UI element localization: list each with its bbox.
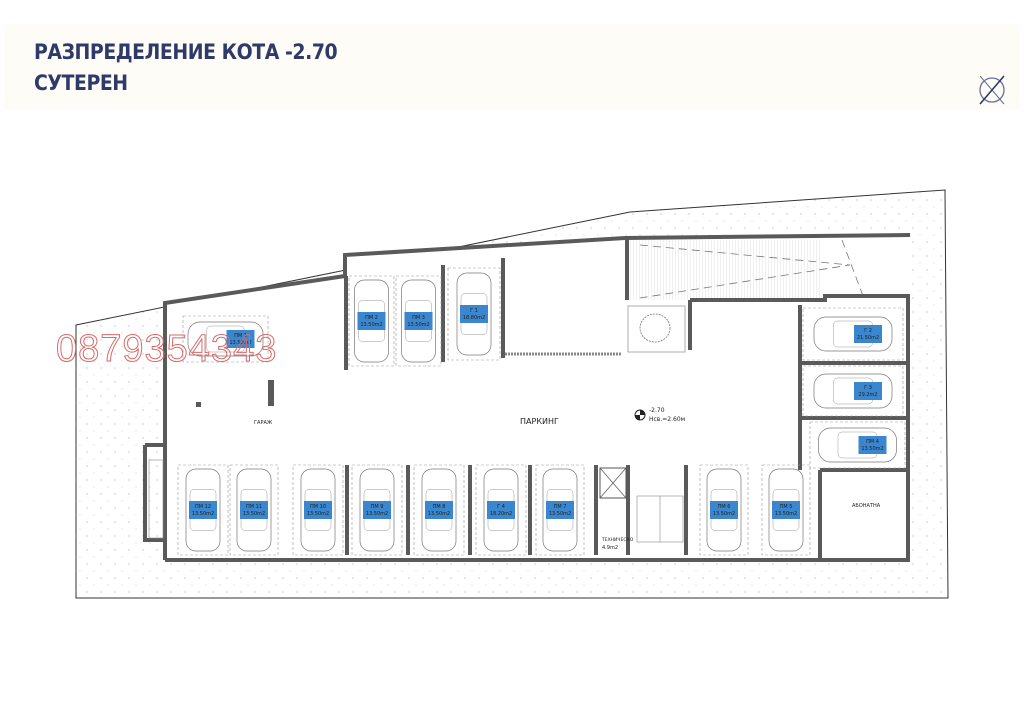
spot-area: 13.50m2 [360, 322, 382, 328]
spot-id: ПМ 1 [234, 333, 247, 339]
spot-id: ПМ 5 [780, 504, 793, 510]
spot-area: 13.50m2 [192, 511, 214, 517]
room-garage: ГАРАЖ [254, 420, 273, 426]
spot-label-box [226, 330, 255, 348]
spot-outline [351, 464, 403, 556]
spot-id: Г 4 [497, 504, 505, 510]
spot-id: ПМ 9 [371, 504, 384, 510]
room-technical: ТЕХНИЧЕСКО [601, 537, 634, 543]
spot-label-box [404, 312, 433, 330]
spot-id: ПМ 10 [310, 504, 326, 510]
spot-label-box [304, 501, 332, 519]
room-technical-area: 4.9m2 [602, 545, 618, 551]
spot-id: ПМ 8 [433, 504, 446, 510]
parking-spot: ПМ 213.50m2 [348, 275, 395, 367]
page-subtitle: СУТЕРЕН [34, 71, 128, 95]
spot-outline [475, 464, 527, 556]
spot-id: Г 2 [864, 328, 872, 334]
spot-id: ПМ 7 [554, 504, 567, 510]
parking-spot: ПМ 613.50m2 [699, 464, 749, 556]
parking-spot: ПМ 513.50m2 [761, 464, 811, 556]
spot-outline [229, 464, 279, 556]
spot-area: 13.50m2 [861, 446, 883, 452]
room-parking: ПАРКИНГ [520, 417, 559, 426]
parking-spot: ПМ 313.50m2 [395, 275, 442, 367]
spot-id: ПМ 3 [412, 315, 425, 321]
spot-area: 13.50m2 [549, 511, 571, 517]
spot-outline [395, 275, 442, 367]
spot-outline [699, 464, 749, 556]
spot-label-box [546, 501, 574, 519]
spot-id: ПМ 2 [365, 315, 378, 321]
spot-area: 13.50m2 [775, 511, 797, 517]
spot-id: ПМ 6 [718, 504, 731, 510]
spot-label-box [487, 501, 515, 519]
level-marker-icon [634, 409, 646, 421]
parking-spot: Г 118.80m2 [447, 267, 501, 361]
spot-label-box [189, 501, 217, 519]
spot-outline [292, 464, 344, 556]
spot-label-box [240, 501, 268, 519]
spot-area: 18.20m2 [490, 511, 512, 517]
spot-label-box [858, 436, 887, 454]
ramp [627, 240, 820, 300]
spot-label-box [854, 325, 882, 343]
spot-label-box [357, 312, 386, 330]
left-stair [148, 459, 164, 539]
spot-outline [802, 307, 904, 361]
spot-label-box [854, 382, 882, 400]
parking-spot: ПМ 913.50m2 [351, 464, 403, 556]
spot-outline [182, 315, 269, 363]
spot-area: 21.50m2 [857, 335, 879, 341]
staircase [636, 495, 684, 543]
spot-outline [802, 365, 904, 417]
spot-outline [809, 421, 906, 469]
spot-id: Г 3 [864, 385, 872, 391]
room-substation: АБОНАТНА [852, 503, 881, 509]
spot-id: Г 1 [470, 308, 478, 314]
watermark: 0879354343 [55, 328, 278, 371]
spot-label-box [363, 501, 391, 519]
spot-outline [535, 464, 585, 556]
parking-spot: Г 221.50m2 [802, 307, 904, 361]
spot-id: ПМ 11 [246, 504, 262, 510]
spot-area: 13.50m2 [713, 511, 735, 517]
parking-spot: ПМ 813.50m2 [413, 464, 465, 556]
spot-area: 13.50m2 [407, 322, 429, 328]
page-title: РАЗПРЕДЕЛЕНИЕ КОТА -2.70 [34, 40, 338, 64]
parking-spot: ПМ 113.50m2 [182, 315, 269, 363]
spot-outline [447, 267, 501, 361]
spot-outline [348, 275, 395, 367]
parking-spot: ПМ 413.50m2 [809, 421, 906, 469]
level-mark: -2.70 [649, 407, 665, 414]
spot-area: 13.50m2 [428, 511, 450, 517]
spot-outline [177, 464, 229, 556]
parking-spot: Г 418.20m2 [475, 464, 527, 556]
walls [143, 233, 911, 562]
spot-outline [761, 464, 811, 556]
spot-area: 13.50m2 [243, 511, 265, 517]
spot-label-box [425, 501, 453, 519]
spot-area: 13.50m2 [307, 511, 329, 517]
spot-outline [413, 464, 465, 556]
spot-area: 13.50m2 [366, 511, 388, 517]
spot-label-box [772, 501, 800, 519]
north-arrow-icon [979, 75, 1005, 105]
clear-height: Нсв.=2.60м [649, 416, 685, 423]
spot-label-box [460, 305, 488, 323]
spot-id: ПМ 4 [866, 439, 879, 445]
spot-area: 13.50m2 [229, 340, 251, 346]
spot-label-box [710, 501, 738, 519]
tree-icon [639, 313, 671, 343]
spot-area: 18.80m2 [463, 315, 485, 321]
parking-spot: ПМ 713.50m2 [535, 464, 585, 556]
header-band: РАЗПРЕДЕЛЕНИЕ КОТА -2.70 СУТЕРЕН [4, 24, 1020, 110]
parking-spot: Г 329.2m2 [802, 365, 904, 417]
spot-area: 29.2m2 [858, 392, 877, 398]
spot-id: ПМ 12 [195, 504, 211, 510]
